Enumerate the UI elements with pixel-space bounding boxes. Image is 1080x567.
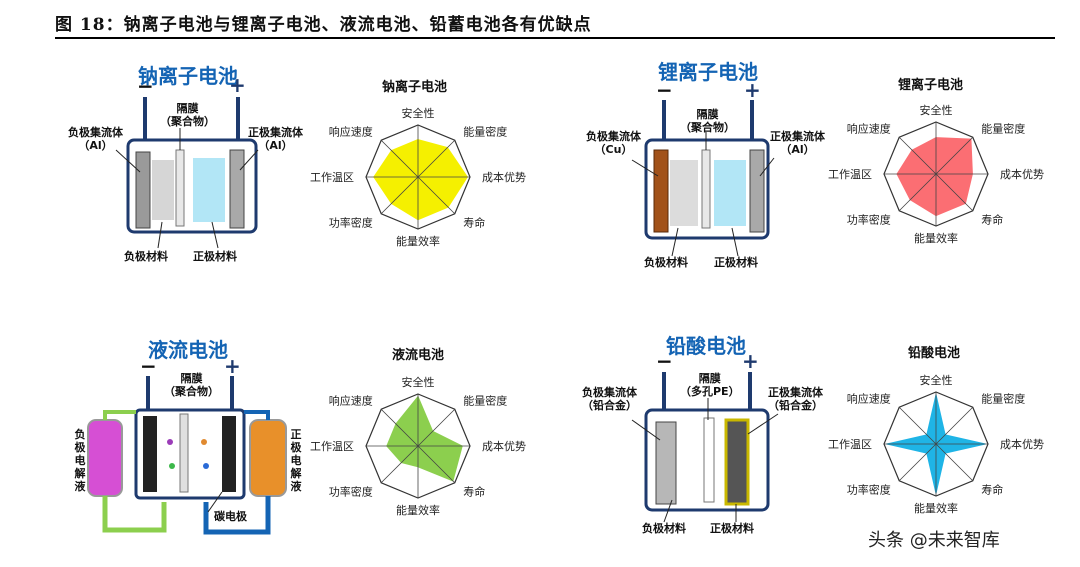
lead-separator-label: 隔膜（多孔PE） bbox=[680, 372, 740, 398]
li-minus-sign: − bbox=[656, 78, 673, 102]
flow-pos-electrolyte-label: 正极电解液 bbox=[290, 428, 302, 493]
li-pos-material-label: 正极材料 bbox=[714, 256, 758, 269]
radar-axis-label: 工作温区 bbox=[310, 171, 354, 184]
lead-pos-collector-label: 正极集流体（铅合金） bbox=[768, 386, 823, 412]
na-neg-material-label: 负极材料 bbox=[124, 250, 168, 263]
watermark: 头条 @未来智库 bbox=[868, 530, 1000, 551]
na-radar-title: 钠离子电池 bbox=[382, 80, 448, 95]
lead-pos-material-label: 正极材料 bbox=[710, 522, 754, 535]
radar-spoke bbox=[935, 173, 974, 212]
li-battery-diagram bbox=[631, 100, 775, 257]
radar-axis-label: 成本优势 bbox=[482, 439, 526, 453]
radar-axis-label: 响应速度 bbox=[329, 125, 373, 139]
flow-radar-title: 液流电池 bbox=[392, 348, 445, 363]
radar-spoke bbox=[380, 176, 419, 215]
radar-axis-label: 安全性 bbox=[920, 373, 953, 387]
na-neg-collector-label: 负极集流体（Al） bbox=[68, 126, 123, 152]
radar-axis-label: 功率密度 bbox=[329, 215, 373, 229]
radar-spoke bbox=[898, 406, 937, 445]
radar-axis-label: 能量效率 bbox=[396, 503, 440, 517]
figure-title: 图 18：钠离子电池与锂离子电池、液流电池、铅蓄电池各有优缺点 bbox=[55, 15, 592, 35]
radar-axis-label: 寿命 bbox=[981, 482, 1003, 496]
radar-axis-label: 能量效率 bbox=[396, 234, 440, 248]
radar-axis-label: 工作温区 bbox=[310, 440, 354, 453]
li-battery-title: 锂离子电池 bbox=[658, 60, 758, 84]
li-radar-title: 锂离子电池 bbox=[898, 78, 964, 93]
lead-minus-sign: − bbox=[656, 349, 673, 373]
radar-axis-label: 成本优势 bbox=[482, 170, 526, 184]
radar-spoke bbox=[380, 139, 419, 178]
radar-axis-label: 功率密度 bbox=[847, 482, 891, 496]
radar-spoke bbox=[417, 139, 456, 178]
radar-spoke bbox=[380, 408, 419, 447]
radar-axis-label: 寿命 bbox=[463, 215, 485, 229]
lead-radar-title: 铅酸电池 bbox=[908, 346, 961, 361]
radar-axis-label: 寿命 bbox=[981, 212, 1003, 226]
li-pos-collector-label: 正极集流体（Al） bbox=[770, 130, 825, 156]
lead-neg-collector-label: 负极集流体（铅合金） bbox=[582, 386, 637, 412]
na-battery-title: 钠离子电池 bbox=[138, 64, 238, 88]
flow-neg-electrolyte-label: 负极电解液 bbox=[74, 428, 86, 493]
radar-axis-label: 寿命 bbox=[463, 484, 485, 498]
lead-neg-material-label: 负极材料 bbox=[642, 522, 686, 535]
radar-spoke bbox=[417, 408, 456, 447]
radar-spoke bbox=[898, 136, 937, 175]
radar-axis-label: 成本优势 bbox=[1000, 167, 1044, 181]
radar-spoke bbox=[935, 443, 974, 482]
radar-axis-label: 能量密度 bbox=[463, 125, 507, 139]
na-minus-sign: − bbox=[137, 74, 154, 98]
radar-spoke bbox=[898, 173, 937, 212]
radar-axis-label: 响应速度 bbox=[847, 392, 891, 406]
radar-axis-label: 响应速度 bbox=[847, 122, 891, 136]
radar-spoke bbox=[935, 136, 974, 175]
flow-minus-sign: − bbox=[140, 354, 157, 378]
li-separator-label: 隔膜（聚合物） bbox=[680, 108, 735, 134]
na-plus-sign: + bbox=[229, 73, 246, 97]
radar-spoke bbox=[380, 445, 419, 484]
na-pos-collector-label: 正极集流体（Al） bbox=[248, 126, 303, 152]
radar-axis-label: 响应速度 bbox=[329, 394, 373, 408]
na-pos-material-label: 正极材料 bbox=[193, 250, 237, 263]
li-neg-collector-label: 负极集流体（Cu） bbox=[586, 130, 641, 156]
radar-spoke bbox=[417, 176, 456, 215]
radar-axis-label: 工作温区 bbox=[828, 438, 872, 451]
lead-battery-title: 铅酸电池 bbox=[666, 334, 746, 358]
radar-axis-label: 能量效率 bbox=[914, 231, 958, 245]
li-neg-material-label: 负极材料 bbox=[644, 256, 688, 269]
radar-spoke bbox=[898, 443, 937, 482]
flow-carbon-electrode-label: 碳电极 bbox=[214, 510, 247, 523]
radar-axis-label: 功率密度 bbox=[847, 212, 891, 226]
flow-battery-diagram bbox=[87, 376, 287, 535]
radar-spoke bbox=[417, 445, 456, 484]
flow-plus-sign: + bbox=[224, 354, 241, 378]
radar-axis-label: 成本优势 bbox=[1000, 437, 1044, 451]
radar-axis-label: 安全性 bbox=[402, 375, 435, 389]
radar-axis-label: 能量密度 bbox=[463, 394, 507, 408]
radar-axis-label: 工作温区 bbox=[828, 168, 872, 181]
title-rule bbox=[55, 37, 1055, 39]
na-battery-diagram bbox=[115, 97, 259, 249]
radar-axis-label: 能量密度 bbox=[981, 392, 1025, 406]
radar-spoke bbox=[935, 406, 974, 445]
radar-axis-label: 功率密度 bbox=[329, 484, 373, 498]
flow-battery-title: 液流电池 bbox=[148, 338, 228, 362]
radar-axis-label: 能量效率 bbox=[914, 501, 958, 515]
lead-plus-sign: + bbox=[742, 349, 759, 373]
radar-axis-label: 安全性 bbox=[402, 106, 435, 120]
flow-separator-label: 隔膜（聚合物） bbox=[164, 372, 219, 398]
na-separator-label: 隔膜（聚合物） bbox=[160, 102, 215, 128]
radar-axis-label: 能量密度 bbox=[981, 122, 1025, 136]
li-plus-sign: + bbox=[744, 78, 761, 102]
radar-axis-label: 安全性 bbox=[920, 103, 953, 117]
